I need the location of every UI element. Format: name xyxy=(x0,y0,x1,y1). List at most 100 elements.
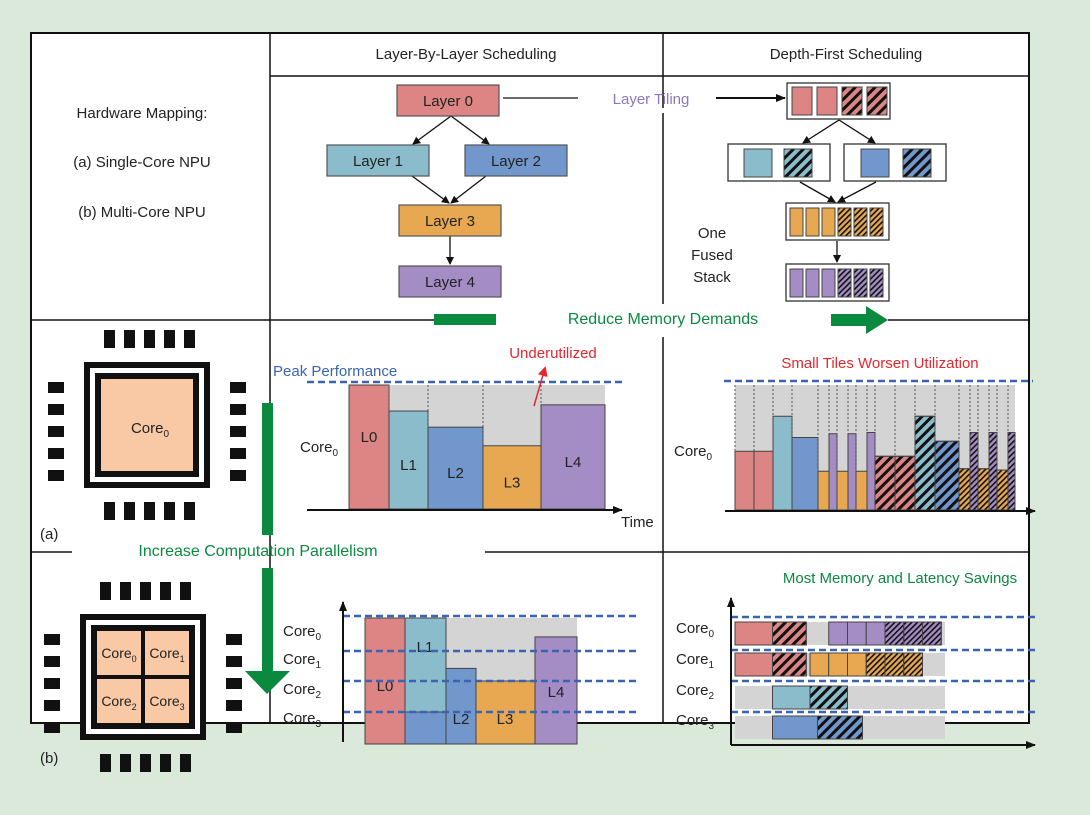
single-chip-pin-bottom-0 xyxy=(104,502,115,520)
increase-parallelism-arrow-head xyxy=(245,671,290,694)
layer-0-label: Layer 0 xyxy=(423,93,473,110)
tile-l2-1-hatch xyxy=(902,148,932,178)
tile-l3-5-hatch xyxy=(869,207,884,237)
core-3-segment-1-hatch xyxy=(817,715,863,740)
multi-chip-pin-left-0 xyxy=(44,634,60,645)
increase-parallelism-label: Increase Computation Parallelism xyxy=(138,543,377,560)
reduce-memory-arrow-tail xyxy=(434,314,496,325)
edge-l0-l2 xyxy=(450,115,490,145)
tiled-graph xyxy=(727,82,947,302)
layer-2-label: Layer 2 xyxy=(491,153,541,170)
core-0-segment-0 xyxy=(734,621,773,646)
core0-label-df: Core0 xyxy=(676,620,715,640)
single-chip-pin-left-2 xyxy=(48,426,64,437)
time-axis-label: Time xyxy=(621,514,654,531)
single-chip-pin-left-0 xyxy=(48,382,64,393)
core3-label-df: Core3 xyxy=(676,712,715,732)
multi-chip-pin-left-1 xyxy=(44,656,60,667)
tile-l4-1 xyxy=(805,268,820,298)
multi-chip-pin-bottom-2 xyxy=(140,754,151,772)
increase-parallelism-arrow xyxy=(245,403,290,694)
bar-L4 xyxy=(540,404,606,510)
tile-bar-19-hatch xyxy=(1007,432,1016,511)
multi-chip-pin-bottom-0 xyxy=(100,754,111,772)
layer-4-node: Layer 4 xyxy=(398,265,502,298)
tiled-layer-1-box xyxy=(727,143,831,182)
tile-bar-12-hatch xyxy=(914,415,936,511)
single-chip-pin-left-4 xyxy=(48,470,64,481)
bar-L2 xyxy=(445,667,477,745)
fused-stack-line-2: Fused xyxy=(691,247,733,264)
hardware-mapping-title: Hardware Mapping: xyxy=(77,105,208,122)
core-0-label: Core0 xyxy=(101,645,136,664)
core0-axis-label-df: Core0 xyxy=(674,443,713,463)
multi-chip-pin-bottom-1 xyxy=(120,754,131,772)
tile-l4-5-hatch xyxy=(869,268,884,298)
core-1-segment-3 xyxy=(828,652,848,677)
layer-graph xyxy=(411,94,786,265)
single-chip-pin-bottom-3 xyxy=(164,502,175,520)
core-0-segment-7-hatch xyxy=(922,621,942,646)
tile-l4-2 xyxy=(821,268,836,298)
single-chip-pin-right-1 xyxy=(230,404,246,415)
edge-l0-l1 xyxy=(412,115,452,145)
tile-l1-0 xyxy=(743,148,773,178)
tile-l0-2-hatch xyxy=(841,86,863,116)
underutilized-arrow xyxy=(533,366,548,407)
tile-bar-11-hatch xyxy=(894,455,916,511)
core-2-segment-1-hatch xyxy=(809,685,848,710)
label-a: (a) xyxy=(40,526,58,543)
core-2-area xyxy=(97,679,141,723)
core-3-area xyxy=(145,679,189,723)
multi-chip-pin-right-3 xyxy=(226,700,242,711)
single-chip-pin-top-3 xyxy=(164,330,175,348)
tile-l1-1-hatch xyxy=(783,148,813,178)
tile-bar-16-hatch xyxy=(977,468,990,511)
single-chip-pin-bottom-1 xyxy=(124,502,135,520)
small-tiles-label: Small Tiles Worsen Utilization xyxy=(781,355,978,372)
core-1-segment-2 xyxy=(809,652,830,677)
savings-label: Most Memory and Latency Savings xyxy=(783,570,1017,587)
tiled-edge-l1-l3 xyxy=(799,181,836,203)
multi-chip-pin-right-4 xyxy=(226,722,242,733)
single-chip-pin-left-3 xyxy=(48,448,64,459)
reduce-memory-arrow xyxy=(434,306,888,334)
core-1-segment-6-hatch xyxy=(884,652,905,677)
tile-l3-2 xyxy=(821,207,836,237)
core0-label-lbl: Core0 xyxy=(283,623,322,643)
multi-chip-pin-bottom-4 xyxy=(180,754,191,772)
core-index: 3 xyxy=(180,702,185,712)
option-multi-core: (b) Multi-Core NPU xyxy=(78,204,206,221)
core-index: 0 xyxy=(132,654,137,664)
multi-chip-pin-top-2 xyxy=(140,582,151,600)
multi-chip-pin-top-3 xyxy=(160,582,171,600)
single-chip-pin-right-4 xyxy=(230,470,246,481)
option-single-core: (a) Single-Core NPU xyxy=(73,154,211,171)
bar-label-L1: L1 xyxy=(400,457,417,474)
core-1-segment-7-hatch xyxy=(903,652,923,677)
core1-label-lbl: Core1 xyxy=(283,651,322,671)
core-1-segment-1-hatch xyxy=(772,652,807,677)
bar-label-L0: L0 xyxy=(361,429,378,446)
tile-bar-18-hatch xyxy=(996,469,1009,511)
multi-chip-pin-left-3 xyxy=(44,700,60,711)
bar-label-L3: L3 xyxy=(504,474,521,491)
bar-label-L4: L4 xyxy=(548,684,565,701)
core-name: Core xyxy=(101,693,132,709)
tile-bar-0 xyxy=(734,450,755,511)
tile-bar-3 xyxy=(791,437,819,511)
single-chip-pin-top-4 xyxy=(184,330,195,348)
layer-1-label: Layer 1 xyxy=(353,153,403,170)
tile-bar-4 xyxy=(817,470,830,511)
tile-bar-7 xyxy=(847,433,857,511)
core-0-segment-3 xyxy=(847,621,867,646)
tiled-edge-l2-l3 xyxy=(837,181,877,203)
multi-chip-pin-bottom-3 xyxy=(160,754,171,772)
tile-l4-3-hatch xyxy=(837,268,852,298)
header-layer-by-layer: Layer-By-Layer Scheduling xyxy=(376,46,557,63)
tile-bar-1 xyxy=(753,450,774,511)
edge-l2-l3 xyxy=(450,175,487,204)
tile-bar-17-hatch xyxy=(988,432,998,511)
underutilized-label: Underutilized xyxy=(509,345,597,362)
multi-chip-pin-left-2 xyxy=(44,678,60,689)
